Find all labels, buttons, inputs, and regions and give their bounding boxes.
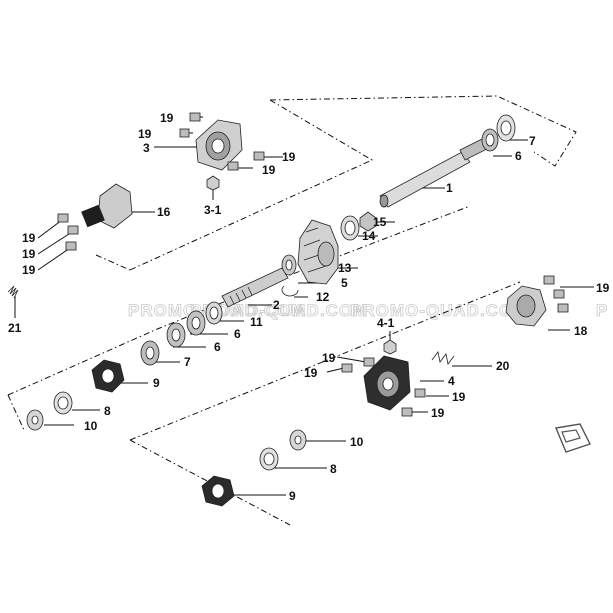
part-1-drive-shaft [379, 135, 494, 208]
callout-2: 2 [273, 298, 280, 312]
callout-14: 14 [362, 229, 376, 243]
boundary-stub [95, 254, 131, 271]
callout-19: 19 [282, 150, 296, 164]
callout-19: 19 [452, 390, 466, 404]
callout-19: 19 [138, 127, 152, 141]
callout-10: 10 [84, 419, 98, 433]
stylized-bp-badge-icon [555, 423, 591, 453]
callout-19: 19 [22, 247, 36, 261]
part-11-spacer [205, 301, 223, 325]
bolt-icon [401, 407, 413, 417]
part-16-bracket [81, 183, 133, 229]
part-4-1-nut [383, 339, 397, 355]
callout-7: 7 [184, 355, 191, 369]
bolt-icon [57, 213, 69, 223]
callout-19: 19 [22, 231, 36, 245]
part-3-housing [195, 119, 243, 171]
callout-18: 18 [574, 324, 588, 338]
bolt-icon [414, 388, 426, 398]
part-3-1-nut [206, 175, 220, 191]
callout-4-1: 4-1 [377, 316, 395, 330]
part-2-splined-shaft [221, 267, 289, 308]
bolt-icon [363, 357, 375, 367]
callout-19: 19 [431, 406, 445, 420]
callout-21: 21 [8, 321, 22, 335]
callout-15: 15 [373, 215, 387, 229]
part-6-bearing-lower [186, 310, 206, 336]
bolt-icon [65, 241, 77, 251]
boundary-upper-left [129, 99, 374, 271]
bolt-icon [253, 151, 265, 161]
callout-16: 16 [157, 205, 171, 219]
callout-8: 8 [330, 462, 337, 476]
part-13-gear [297, 219, 339, 285]
callout-19: 19 [160, 111, 174, 125]
callout-1: 1 [446, 181, 453, 195]
callout-11: 11 [250, 315, 263, 329]
bolt-icon [553, 289, 565, 299]
part-10-washer-lower [289, 429, 307, 451]
part-21-spring [7, 285, 19, 299]
callout-5: 5 [341, 276, 348, 290]
part-9-hub-lower [201, 475, 235, 507]
callout-8: 8 [104, 404, 111, 418]
callout-7: 7 [529, 134, 536, 148]
callout-6: 6 [214, 340, 221, 354]
callout-19: 19 [596, 281, 610, 295]
bolt-icon [227, 161, 239, 171]
callout-19: 19 [322, 351, 336, 365]
callout-6: 6 [515, 149, 522, 163]
boundary-lower-axis [129, 281, 521, 441]
boundary-left-edge [7, 394, 25, 431]
bolt-icon [341, 363, 353, 373]
watermark-edge: P [596, 301, 608, 320]
callout-20: 20 [496, 359, 510, 373]
part-7-seal-lower [140, 340, 160, 366]
part-10-washer-upper [26, 409, 44, 431]
callout-19: 19 [22, 263, 36, 277]
boundary-left-axis [7, 205, 471, 396]
part-20-spring [431, 351, 455, 365]
part-9-hub-upper [91, 359, 125, 393]
part-6-bearing-second [166, 322, 186, 348]
callout-10: 10 [350, 435, 364, 449]
callout-3-1: 3-1 [204, 203, 222, 217]
callout-9: 9 [153, 376, 160, 390]
part-6-bearing-upper [481, 128, 499, 152]
bolt-icon [189, 112, 201, 122]
part-4-housing [363, 355, 411, 411]
callout-3: 3 [143, 141, 150, 155]
callout-labels: 19 19 3 19 19 3-1 16 19 19 19 21 1 6 7 1… [8, 111, 610, 503]
part-8-washer-upper [53, 391, 73, 415]
part-12-clip [281, 285, 299, 297]
callout-9: 9 [289, 489, 296, 503]
part-7-seal-upper [496, 114, 516, 142]
bolt-icon [179, 128, 190, 138]
callout-13: 13 [338, 261, 352, 275]
boundary-upper-right [269, 95, 577, 167]
part-8-washer-lower [259, 447, 279, 471]
part-15-nut [359, 211, 377, 232]
callout-4: 4 [448, 374, 455, 388]
bolt-icon [557, 303, 569, 313]
part-19-bolts [57, 112, 569, 417]
bolt-icon [543, 275, 555, 285]
callout-19: 19 [304, 366, 318, 380]
callout-12: 12 [316, 290, 330, 304]
part-5-ring [281, 254, 297, 276]
watermark-right: PROMO-QUAD.COM [350, 301, 528, 320]
watermark: PROMO-QUAD.COM PROMO-QUAD.COM PROMO-QUAD… [128, 301, 608, 321]
assembly-boundary [7, 95, 577, 526]
watermark-center: PROMO-QUAD.COM [190, 301, 368, 320]
callout-6: 6 [234, 327, 241, 341]
part-18-bracket [505, 285, 547, 327]
callout-19: 19 [262, 163, 276, 177]
bolt-icon [67, 225, 79, 235]
part-14-washer [340, 215, 360, 241]
